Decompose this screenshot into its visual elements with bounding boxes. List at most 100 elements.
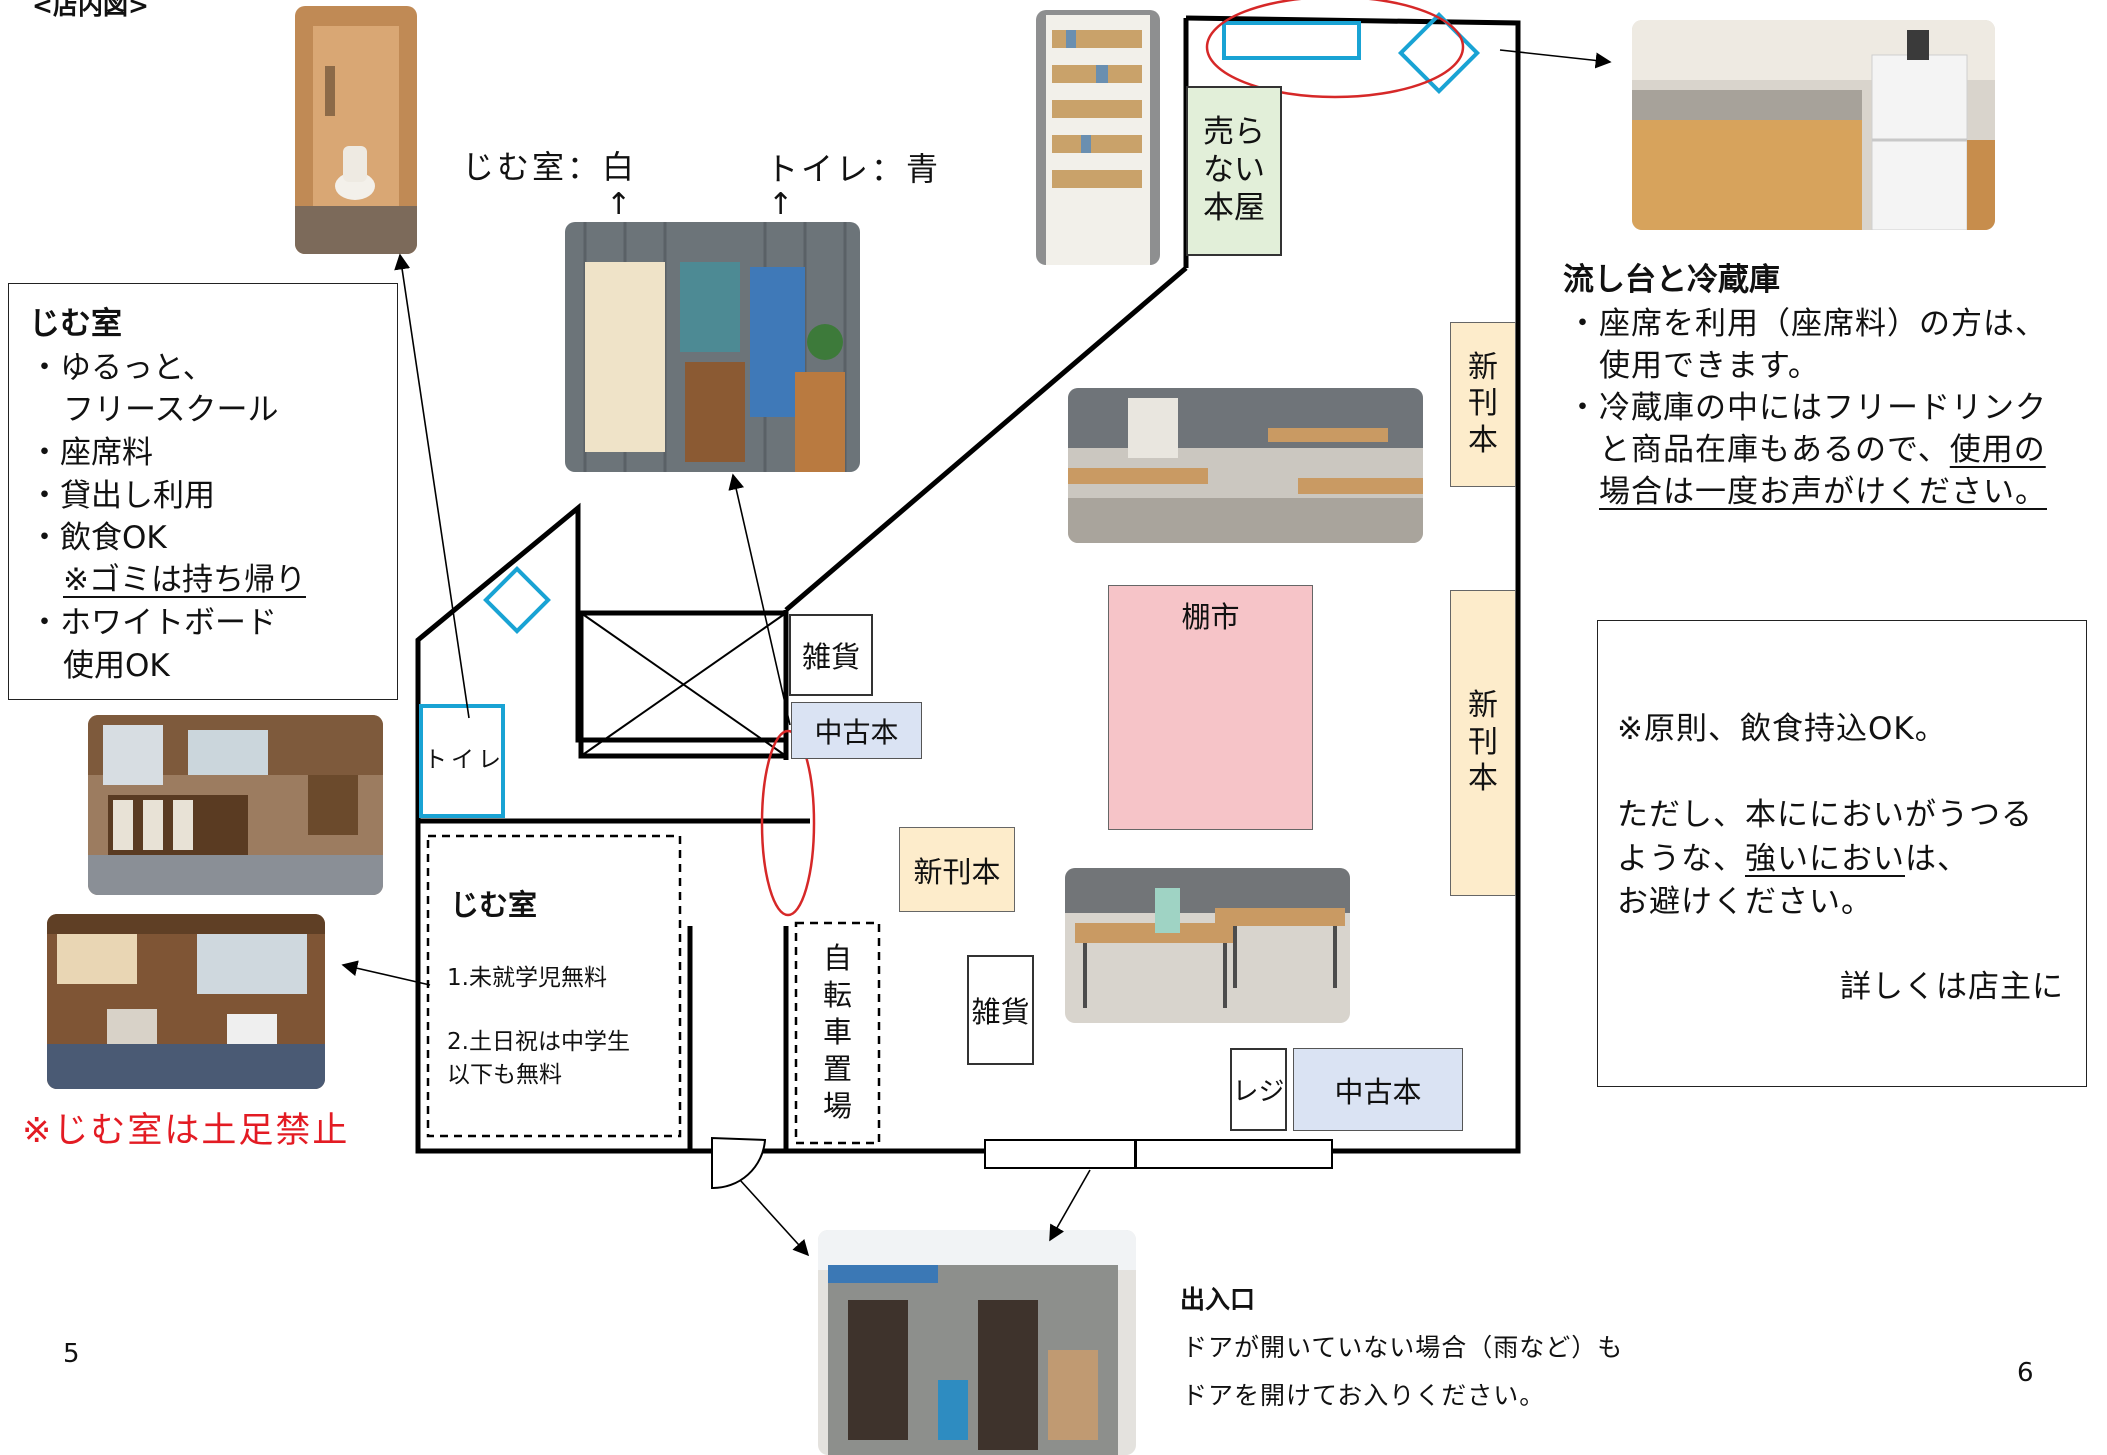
shinkan-right-lower-zone: 新 刊 本 [1450,590,1516,896]
door-swing [711,1136,767,1190]
arrow-to-entrance-photo [739,1179,810,1257]
jimu-room-title: じむ室 [450,888,538,922]
urananai-label-2: ない [1203,152,1265,189]
zakka-lower-zone: 雑貨 [967,955,1034,1065]
shinkanbon-center-label: 新刊本 [913,854,1001,889]
food-policy-line-1: ※原則、飲食持込OK。 [1617,711,1947,747]
food-policy-line-3a: ような、 [1617,841,1745,877]
arrow-to-sink-photo [1499,49,1612,69]
arrow-to-entrances-photo [728,473,791,726]
bike-label-5: 場 [822,1089,852,1124]
reji-zone: レジ [1230,1048,1287,1131]
sink-fridge-line-1: ・座席を利用（座席料）の方は、 [1567,306,2047,342]
toilet-outline [419,704,505,818]
caption-jimu-white: じむ室：白 [462,148,638,186]
sink-fridge-line-2: 使用できます。 [1599,348,1820,384]
arrow-to-toilet-photo [394,253,470,719]
photo-toilet [295,6,417,254]
outer-wall [415,15,1521,1154]
shinkanbon-center-zone: 新刊本 [899,827,1015,912]
sink-fridge-title: 流し台と冷蔵庫 [1563,262,1780,298]
shinkan-upper-label-1: 新 [1468,349,1498,385]
photo-tables-lower [1065,868,1350,1023]
entrance-line-2: ドアを開けてお入りください。 [1182,1381,1546,1410]
photo-room-entrances [565,222,860,472]
reji-label: レジ [1232,1077,1285,1107]
sink-fridge-line-4a: と商品在庫もあるので、 [1599,432,1950,468]
food-policy-line-5: 詳しくは店主に [1840,969,2064,1005]
entrance-title: 出入口 [1180,1285,1256,1314]
chukobon-lower-zone: 中古本 [1293,1048,1463,1131]
photo-entrance-exterior [818,1230,1136,1455]
jimu-fixture-outline [483,566,551,634]
zakka-upper-zone: 雑貨 [789,614,873,696]
entrances-highlight [760,729,816,917]
jimu-info-line-3: ・座席料 [29,435,153,471]
food-policy-line-2: ただし、本ににおいがうつる [1617,797,2033,833]
urananai-label-1: 売ら [1203,114,1265,151]
chukobon-upper-label: 中古本 [814,715,899,749]
tanaichi-zone: 棚市 [1108,585,1313,830]
jimu-info-line-7: ・ホワイトボード [29,605,277,641]
caption-arrow-up-1: ↑ [606,187,632,222]
photo-bookshelf [1036,10,1160,265]
stair-void [578,610,789,759]
food-policy-box: ※原則、飲食持込OK。 ただし、本ににおいがうつる ような、強いにおいは、 お避… [1597,620,2087,1087]
bicycle-parking-label: 自 転 車 置 場 [796,930,879,1135]
fridge-outline [1397,11,1481,95]
sink-outline [1222,21,1361,60]
water-area-highlight [1205,0,1465,99]
sink-fridge-line-3: ・冷蔵庫の中にはフリードリンク [1567,390,2047,426]
jimu-info-line-8: 使用OK [63,648,170,684]
caption-arrow-up-2: ↑ [768,187,794,222]
jimu-info-line-2: フリースクール [63,392,279,428]
toilet-label: トイレ [424,747,505,773]
bike-label-4: 置 [822,1052,852,1087]
chukobon-upper-zone: 中古本 [791,702,922,759]
window-2 [1135,1139,1333,1169]
shinkan-upper-label-3: 本 [1468,422,1498,458]
caption-toilet-blue: トイレ：青 [766,150,942,188]
shinkan-upper-label-2: 刊 [1468,386,1498,422]
shinkan-lower-label-1: 新 [1468,688,1498,724]
bike-label-2: 転 [822,977,852,1012]
page-number-left: 5 [63,1339,80,1369]
zakka-upper-label: 雑貨 [801,640,860,674]
food-policy-line-3: ような、強いにおいは、 [1617,833,1969,878]
arrow-to-jimu-photo [341,960,431,986]
wall-diagonal [784,266,1188,612]
photo-jimu-room-1 [88,715,383,895]
sink-fridge-line-4: と商品在庫もあるので、使用の [1599,424,2046,469]
page-heading: <店内図> [32,0,149,20]
food-policy-line-4: お避けください。 [1617,884,1873,920]
jimu-info-title: じむ室 [29,306,122,342]
photo-jimu-room-2 [47,914,325,1089]
zakka-lower-label: 雑貨 [971,995,1030,1029]
photo-sink-fridge [1632,20,1995,230]
food-policy-line-3b: 強いにおい [1745,841,1905,877]
window-1 [984,1139,1136,1169]
food-policy-line-3c: は、 [1905,841,1969,877]
jimu-info-box: じむ室 ・ゆるっと、 フリースクール ・座席料 ・貸出し利用 ・飲食OK ※ゴミ… [8,283,398,700]
jimu-info-line-5: ・飲食OK [29,520,167,556]
jimu-room-dashed [426,834,682,1138]
jimu-room-rule-2: 2.土日祝は中学生 [447,1029,630,1055]
jimu-info-line-4: ・貸出し利用 [29,478,215,514]
chukobon-lower-label: 中古本 [1334,1074,1422,1109]
entrance-line-1: ドアが開いていない場合（雨など）も [1182,1333,1624,1362]
no-shoes-note: ※じむ室は土足禁止 [22,1111,350,1151]
photo-tables-upper [1068,388,1423,543]
tanaichi-label: 棚市 [1181,600,1240,634]
bike-label-1: 自 [822,940,852,975]
arrow-window-to-photo [1049,1169,1091,1242]
urananai-label-3: 本屋 [1203,189,1265,226]
shinkan-lower-label-3: 本 [1468,761,1498,797]
sink-fridge-line-5: 場合は一度お声がけください。 [1599,474,2047,510]
shinkan-right-upper-zone: 新 刊 本 [1450,322,1516,487]
jimu-info-line-1: ・ゆるっと、 [29,350,214,386]
jimu-info-line-6: ※ゴミは持ち帰り [63,562,306,598]
jimu-room-rule-1: 1.未就学児無料 [447,965,607,991]
bike-parking-dashed [794,921,881,1145]
jimu-room-rule-2-cont: 以下も無料 [447,1062,562,1088]
